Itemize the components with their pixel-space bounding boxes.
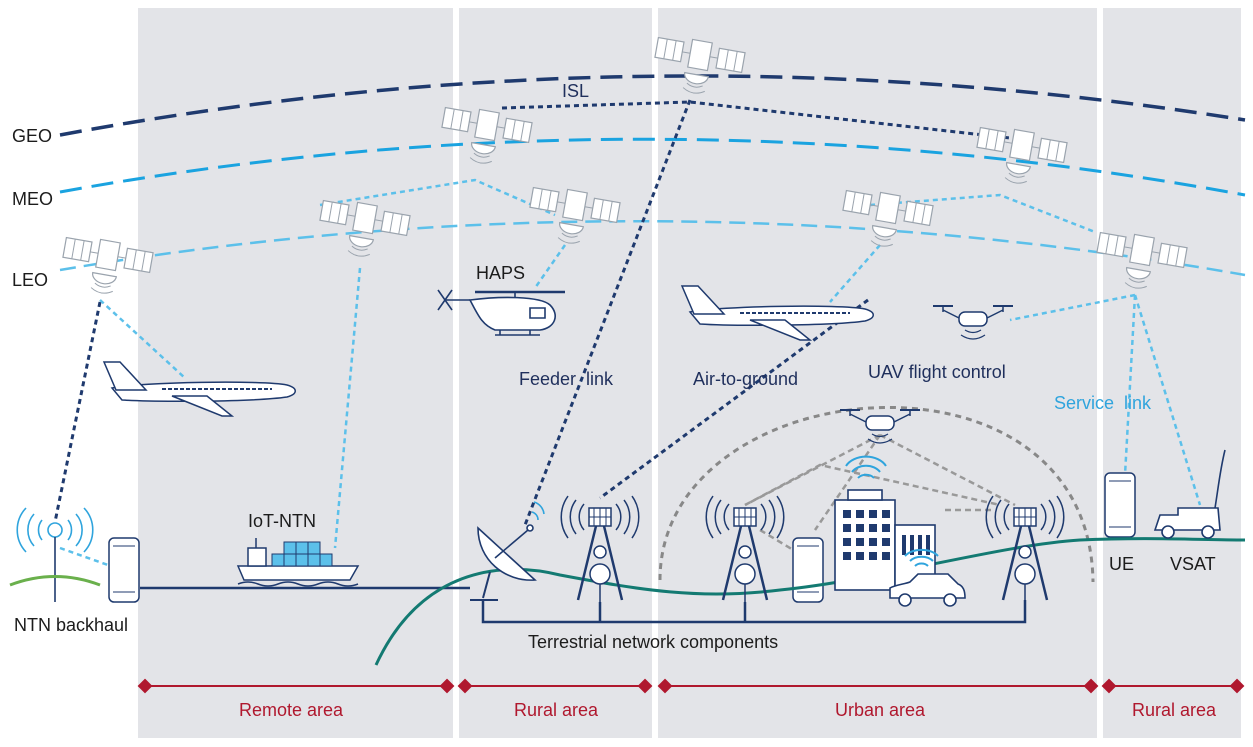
- meo-orbit-label: MEO: [12, 189, 53, 209]
- feeder-link-label: Feeder link: [519, 369, 614, 389]
- iot-ntn-label: IoT-NTN: [248, 511, 316, 531]
- satellite-dish-icon: [470, 501, 545, 601]
- geo-orbit-label: GEO: [12, 126, 52, 146]
- ue-phone-icon: [1104, 472, 1136, 538]
- car-icon: [889, 573, 966, 607]
- panel-remote: [138, 8, 453, 738]
- terrestrial-network-label: Terrestrial network components: [528, 632, 778, 652]
- area-label-urban: Urban area: [835, 700, 926, 720]
- vsat-label: VSAT: [1170, 554, 1216, 574]
- vsat-vehicle-icon: [1153, 449, 1226, 539]
- area-label-remote: Remote area: [239, 700, 344, 720]
- urban-phone-icon: [792, 537, 824, 603]
- area-label-rural-2: Rural area: [1132, 700, 1217, 720]
- ue-label: UE: [1109, 554, 1134, 574]
- service-link-label: Service link: [1054, 393, 1152, 413]
- city-building-icon: [834, 489, 936, 591]
- wifi-car-icon: [904, 548, 939, 567]
- panel-rural-2: [1103, 8, 1241, 738]
- isl-label: ISL: [562, 81, 589, 101]
- leo-orbit: [59, 219, 1246, 277]
- backhaul-phone-icon: [108, 537, 140, 603]
- haps-icon: [437, 289, 565, 336]
- area-bar: [137, 678, 1245, 694]
- haps-label: HAPS: [476, 263, 525, 283]
- meo-orbit: [59, 137, 1246, 197]
- grass-hill: [9, 575, 101, 587]
- area-panels: [138, 8, 1241, 738]
- dark-links: [53, 99, 1011, 526]
- area-label-rural-1: Rural area: [514, 700, 599, 720]
- wifi-building-icon: [845, 455, 887, 479]
- light-links: [59, 178, 1202, 567]
- ship-icon: [236, 538, 360, 587]
- leo-orbit-label: LEO: [12, 270, 48, 290]
- geo-orbit: [59, 74, 1246, 137]
- terrain-curve: [374, 537, 1246, 666]
- air-to-ground-label: Air-to-ground: [693, 369, 798, 389]
- uav-flight-control-label: UAV flight control: [868, 362, 1006, 382]
- ntn-backhaul-label: NTN backhaul: [14, 615, 128, 635]
- ntn-backhaul-antenna-icon: [16, 507, 94, 602]
